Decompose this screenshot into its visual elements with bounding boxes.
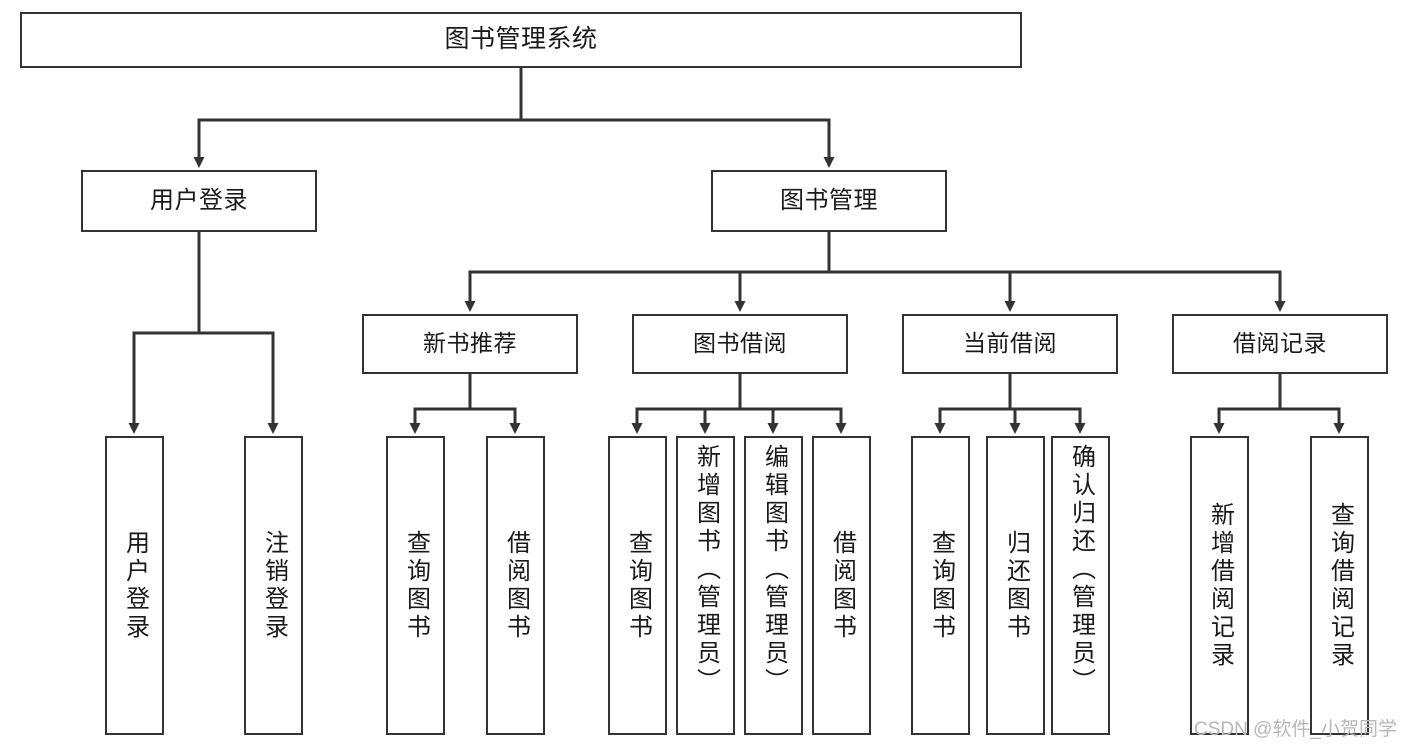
node-current-borrow-label: 当前借阅 bbox=[963, 330, 1057, 357]
node-book-borrow-label: 图书借阅 bbox=[693, 330, 787, 357]
node-leaf-rec-add-record[interactable]: 新增借阅记录 bbox=[1190, 436, 1249, 735]
edges-current-borrow bbox=[934, 372, 1086, 434]
node-leaf-user-login[interactable]: 用户登录 bbox=[105, 436, 164, 735]
node-new-book-rec-label: 新书推荐 bbox=[423, 330, 517, 357]
node-leaf-borrow-borrow-book[interactable]: 借阅图书 bbox=[812, 436, 871, 735]
node-root-label: 图书管理系统 bbox=[444, 25, 598, 54]
node-leaf-cur-return-book-label: 归还图书 bbox=[1002, 529, 1030, 642]
edges-book-borrow bbox=[631, 372, 847, 434]
node-leaf-user-logout-label: 注销登录 bbox=[260, 529, 288, 642]
node-book-manage-label: 图书管理 bbox=[780, 186, 878, 214]
node-leaf-borrow-add-book-label: 新增图书（管理员） bbox=[692, 444, 720, 696]
node-leaf-rec-add-record-label: 新增借阅记录 bbox=[1206, 501, 1234, 670]
node-root[interactable]: 图书管理系统 bbox=[20, 12, 1022, 68]
node-new-book-rec[interactable]: 新书推荐 bbox=[362, 314, 578, 374]
node-book-manage[interactable]: 图书管理 bbox=[711, 170, 947, 232]
node-leaf-cur-query-book-label: 查询图书 bbox=[927, 529, 955, 642]
node-leaf-borrow-add-book[interactable]: 新增图书（管理员） bbox=[676, 436, 735, 735]
node-leaf-rec-borrow-book[interactable]: 借阅图书 bbox=[486, 436, 545, 735]
node-leaf-rec-query-record-label: 查询借阅记录 bbox=[1326, 501, 1354, 670]
node-leaf-rec-borrow-book-label: 借阅图书 bbox=[502, 529, 530, 642]
node-leaf-cur-query-book[interactable]: 查询图书 bbox=[911, 436, 970, 735]
node-user-login[interactable]: 用户登录 bbox=[81, 170, 317, 232]
edges-root bbox=[193, 66, 835, 168]
node-leaf-borrow-edit-book[interactable]: 编辑图书（管理员） bbox=[744, 436, 803, 735]
node-borrow-record-label: 借阅记录 bbox=[1233, 330, 1327, 357]
node-current-borrow[interactable]: 当前借阅 bbox=[902, 314, 1118, 374]
edges-borrow-record bbox=[1213, 372, 1345, 434]
node-leaf-borrow-edit-book-label: 编辑图书（管理员） bbox=[760, 444, 788, 696]
node-leaf-borrow-borrow-book-label: 借阅图书 bbox=[828, 529, 856, 642]
node-leaf-rec-query-book[interactable]: 查询图书 bbox=[386, 436, 445, 735]
node-book-borrow[interactable]: 图书借阅 bbox=[632, 314, 848, 374]
node-leaf-borrow-query-book[interactable]: 查询图书 bbox=[608, 436, 667, 735]
node-borrow-record[interactable]: 借阅记录 bbox=[1172, 314, 1388, 374]
edges-user-login bbox=[128, 230, 279, 434]
node-leaf-borrow-query-book-label: 查询图书 bbox=[624, 529, 652, 642]
node-leaf-rec-query-record[interactable]: 查询借阅记录 bbox=[1310, 436, 1369, 735]
node-leaf-user-logout[interactable]: 注销登录 bbox=[244, 436, 303, 735]
node-leaf-user-login-label: 用户登录 bbox=[121, 529, 149, 642]
node-leaf-cur-confirm-return[interactable]: 确认归还（管理员） bbox=[1051, 436, 1110, 735]
edges-book-manage bbox=[464, 230, 1286, 312]
node-leaf-cur-confirm-return-label: 确认归还（管理员） bbox=[1067, 444, 1095, 696]
watermark: CSDN @软件_小贺同学 bbox=[1194, 719, 1397, 740]
node-leaf-rec-query-book-label: 查询图书 bbox=[402, 529, 430, 642]
node-leaf-cur-return-book[interactable]: 归还图书 bbox=[986, 436, 1045, 735]
node-user-login-label: 用户登录 bbox=[150, 186, 248, 214]
edges-new-book-rec bbox=[409, 372, 521, 434]
